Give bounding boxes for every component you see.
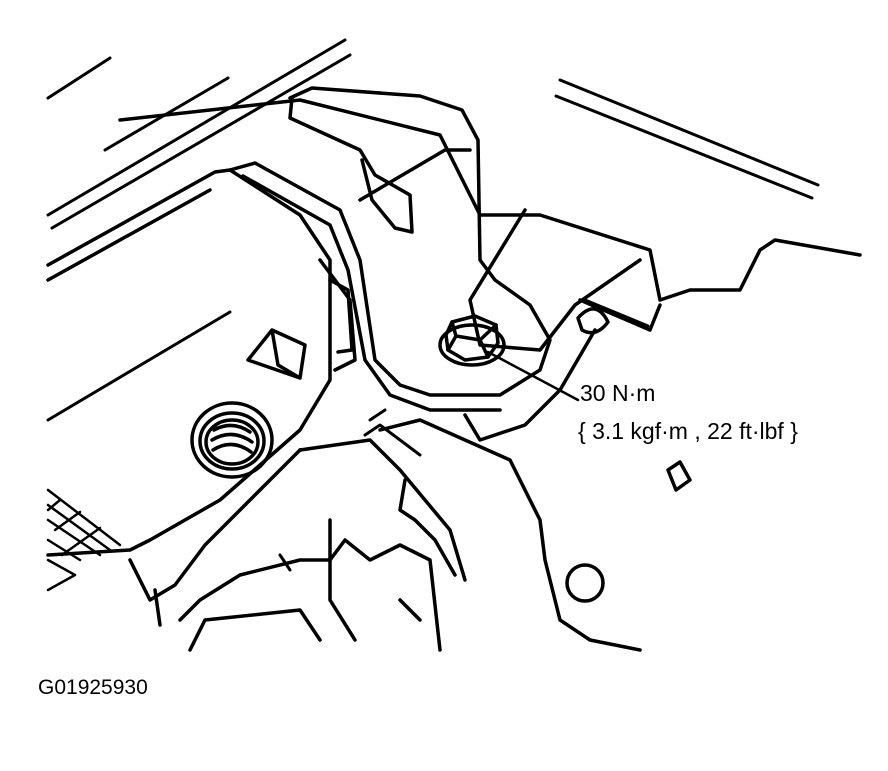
plug-icon: [190, 401, 274, 479]
hatched-section: [46, 488, 122, 592]
mounting-bracket: [228, 86, 552, 412]
detail-lines: [278, 298, 650, 572]
bolt-icon: [438, 314, 506, 367]
torque-spec-label: 30 N·m: [580, 380, 656, 406]
figure-code-label: G01925930: [38, 676, 148, 699]
housing-boss-icon: [246, 328, 307, 380]
torque-spec-conversion-label: { 3.1 kgf·m , 22 ft·lbf }: [578, 418, 798, 444]
body-panel: [118, 98, 862, 652]
callout-leader-line: [486, 350, 580, 402]
transmission-housing: [46, 168, 357, 557]
lower-crossmember: [128, 438, 467, 652]
panel-hole-icon: [565, 307, 692, 603]
background-lines: [46, 38, 820, 422]
